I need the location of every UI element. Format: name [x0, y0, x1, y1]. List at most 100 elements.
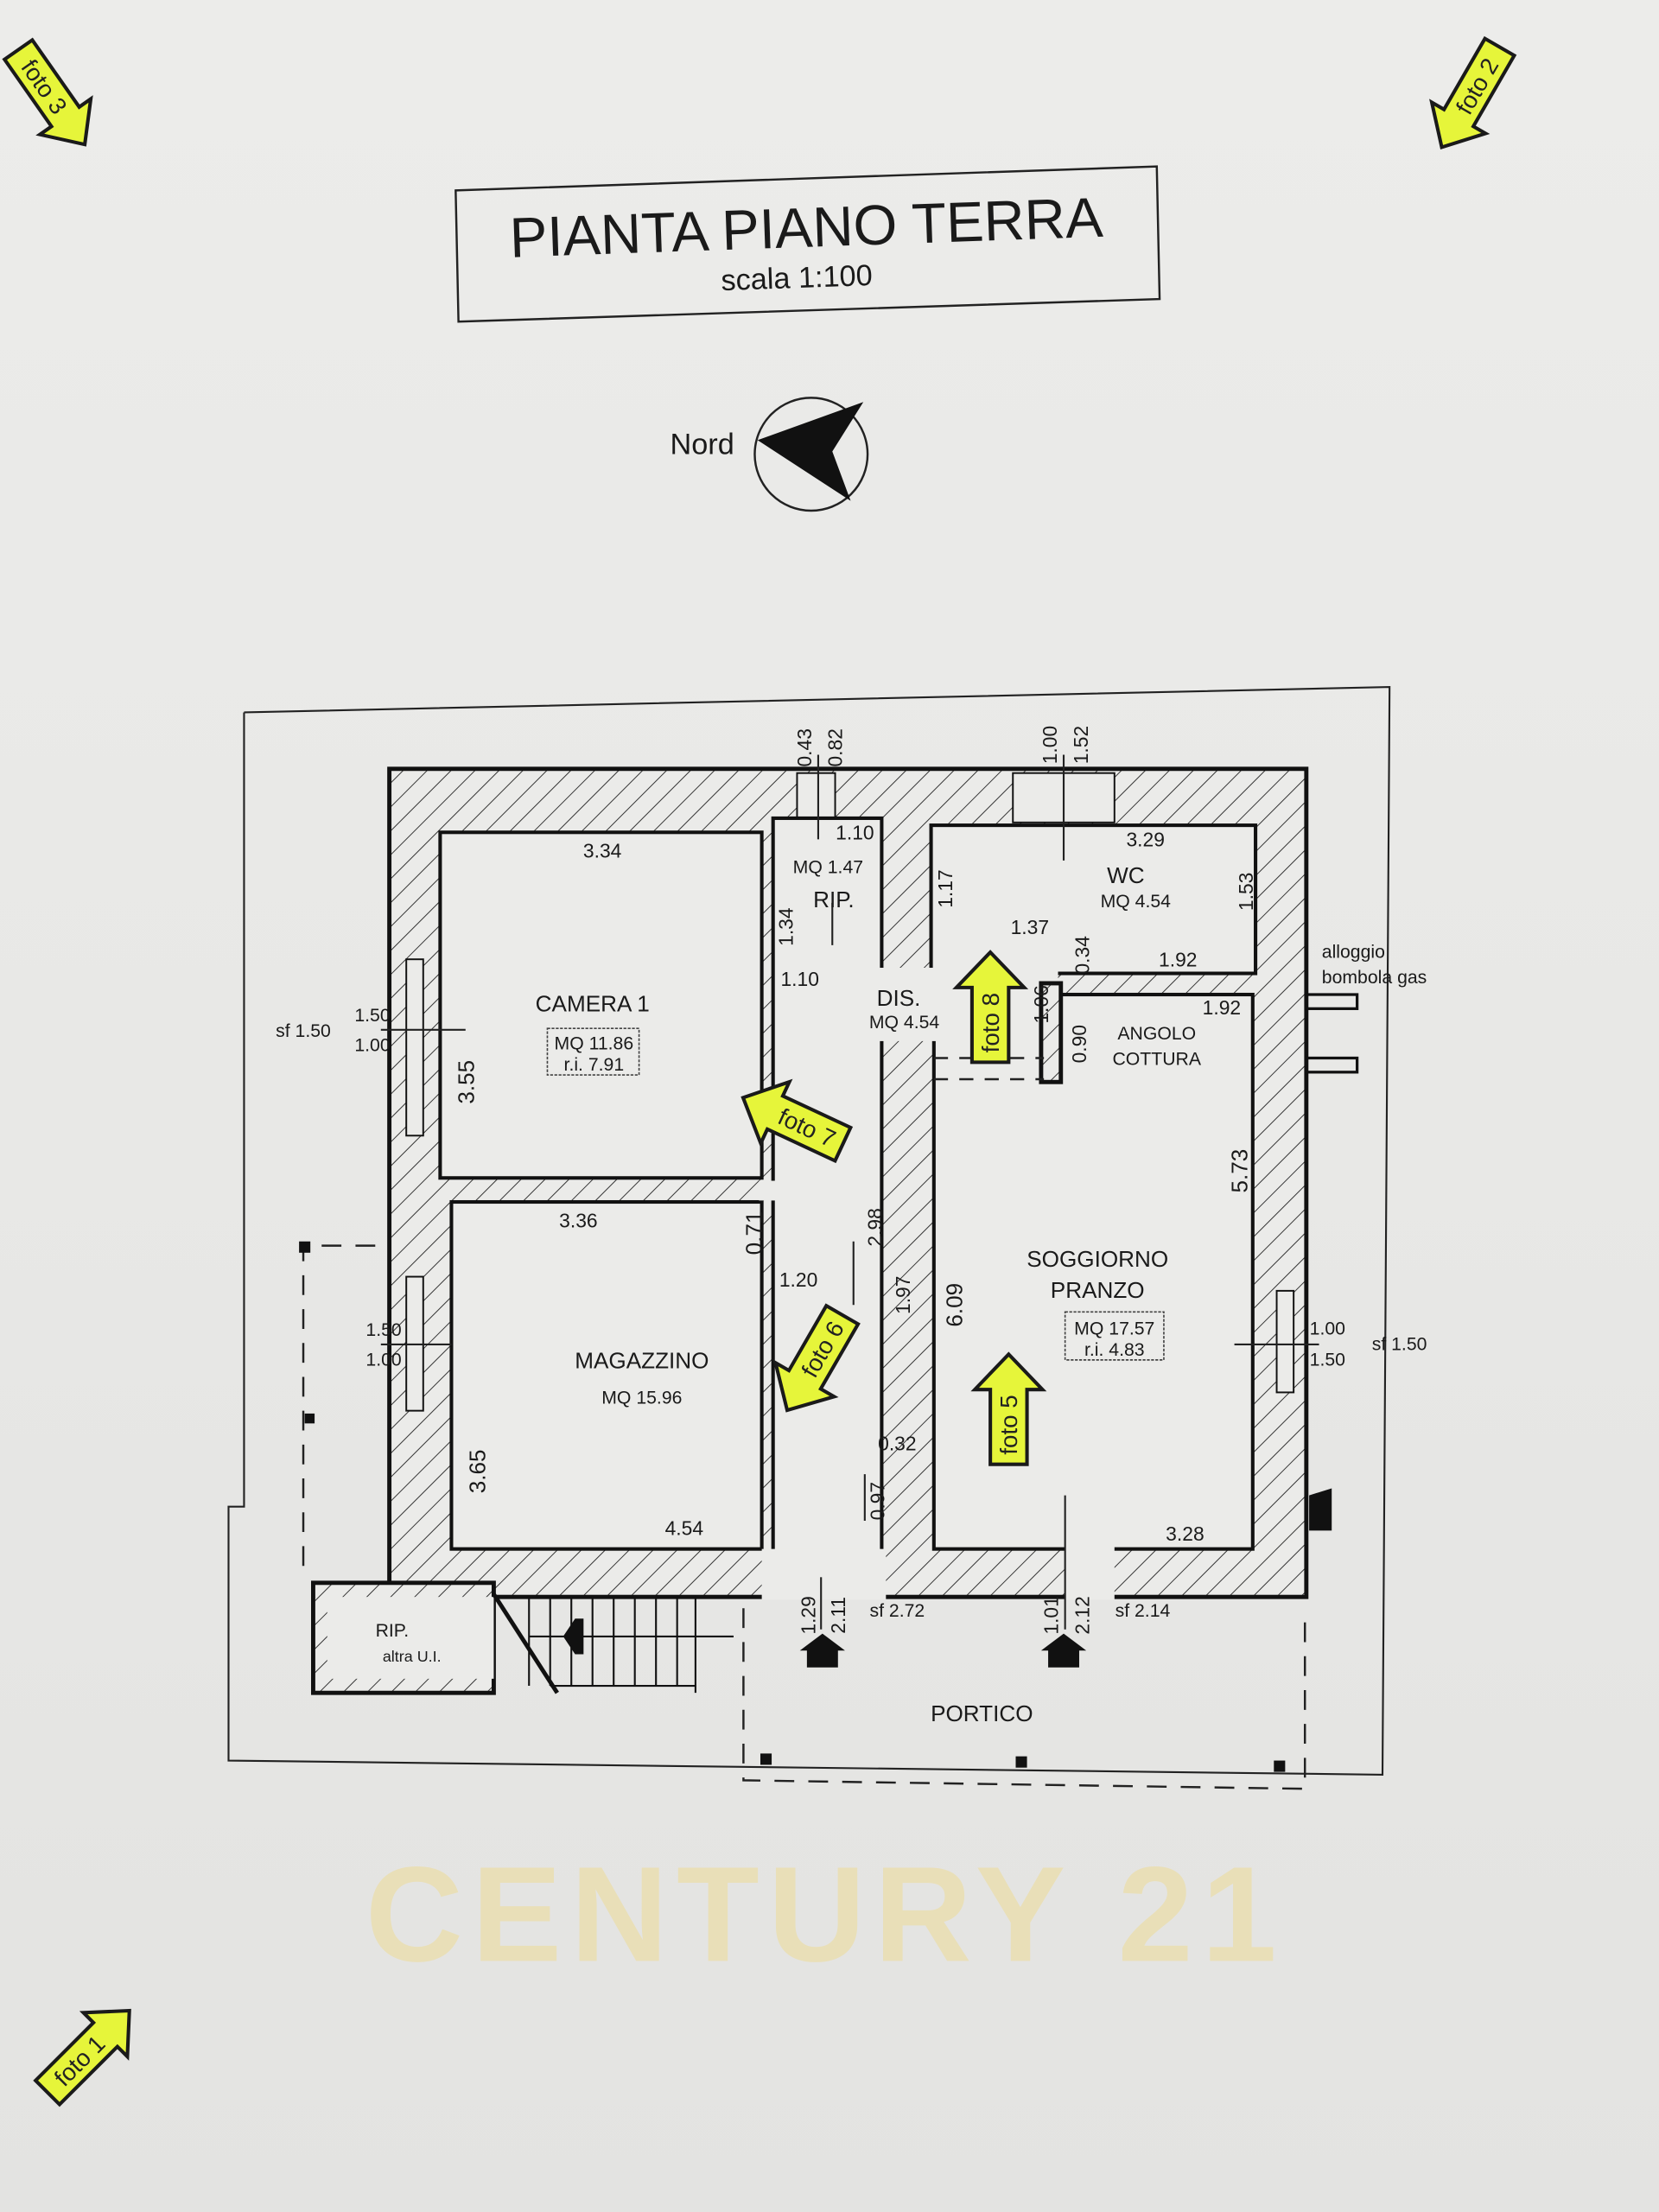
- partition-wall: [1039, 981, 1064, 1084]
- dim: 1.00: [365, 1350, 401, 1370]
- camera-ri: r.i. 7.91: [564, 1055, 625, 1075]
- dim: 1.97: [892, 1276, 914, 1314]
- room-camera-1: [438, 830, 764, 1180]
- rip-area: MQ 1.47: [793, 858, 863, 878]
- room-soggiorno: [931, 992, 1255, 1551]
- dim: 1.10: [836, 821, 874, 843]
- scale-label: scala 1:100: [721, 259, 873, 297]
- portico-outline: [742, 1608, 1306, 1790]
- dim: 0.43: [793, 728, 816, 766]
- dis-name: DIS.: [877, 985, 921, 1011]
- dim: 1.50: [365, 1320, 401, 1340]
- dim: sf 1.50: [1372, 1334, 1427, 1354]
- dim: 3.55: [454, 1060, 480, 1104]
- rip-name: RIP.: [813, 887, 854, 912]
- room-labels: CAMERA 1 MQ 11.86 r.i. 7.91 MAGAZZINO MQ…: [376, 858, 1427, 1726]
- dim: 1.92: [1203, 996, 1241, 1019]
- dim: 1.00: [1039, 726, 1061, 764]
- dim: 4.54: [665, 1516, 704, 1539]
- soggiorno-line2: PRANZO: [1051, 1277, 1145, 1303]
- dim: 2.12: [1071, 1596, 1093, 1634]
- dim: 1.92: [1159, 948, 1197, 970]
- north-compass: Nord: [671, 397, 869, 512]
- photo-marker-foto-3: foto 3: [2, 37, 93, 147]
- window-east: [1275, 1289, 1295, 1394]
- angolo-line2: COTTURA: [1112, 1050, 1201, 1070]
- photo-marker-foto-1: foto 1: [33, 2008, 131, 2107]
- svg-text:foto 5: foto 5: [995, 1395, 1022, 1454]
- door-magazzino-portico: [761, 1548, 887, 1600]
- dimensions-horizontal: 3.34 1.10 1.10 3.29 1.37 1.92 1.92 3.36 …: [276, 821, 1427, 1621]
- dim: 0.90: [1068, 1025, 1090, 1063]
- wc-area: MQ 4.54: [1101, 892, 1172, 912]
- magazzino-area: MQ 15.96: [601, 1388, 682, 1408]
- dim: 0.32: [878, 1432, 916, 1454]
- page-title: PIANTA PIANO TERRA: [509, 186, 1105, 270]
- photo-marker-foto-2: foto 2: [1429, 35, 1517, 150]
- dim: 1.37: [1011, 916, 1049, 938]
- dim: 1.00: [354, 1035, 390, 1055]
- dim: sf 1.50: [276, 1021, 331, 1041]
- rip-altra-name: RIP.: [376, 1621, 410, 1641]
- window-west-1: [405, 958, 424, 1137]
- dim: 3.36: [559, 1209, 597, 1231]
- soggiorno-ri: r.i. 4.83: [1084, 1340, 1145, 1360]
- camera-name: CAMERA 1: [536, 991, 650, 1017]
- dim: 0.34: [1071, 936, 1093, 975]
- dim: 1.17: [934, 869, 957, 907]
- room-rip-dis: [771, 816, 884, 1589]
- dim: 1.50: [1310, 1350, 1345, 1370]
- dim: 3.34: [583, 840, 622, 862]
- entrance-arrow-icon: [799, 1633, 845, 1668]
- dim: sf 2.72: [870, 1601, 925, 1621]
- soggiorno-area: MQ 17.57: [1074, 1319, 1154, 1338]
- dim: 1.34: [775, 907, 798, 946]
- dim: 1.53: [1235, 873, 1257, 911]
- room-wc: [929, 823, 1258, 976]
- angolo-line1: ANGOLO: [1117, 1024, 1196, 1044]
- magazzino-name: MAGAZZINO: [575, 1348, 709, 1374]
- dim: 3.28: [1166, 1522, 1204, 1545]
- portico-name: PORTICO: [931, 1700, 1033, 1726]
- wc-name: WC: [1107, 862, 1145, 888]
- dim: 1.00: [1310, 1319, 1345, 1338]
- dim: 1.50: [354, 1006, 390, 1026]
- title-box: PIANTA PIANO TERRA scala 1:100: [454, 165, 1161, 323]
- dim: 2.98: [863, 1208, 886, 1246]
- stairs: [492, 1592, 734, 1694]
- window-rip: [796, 772, 836, 819]
- dim: 3.29: [1126, 829, 1164, 851]
- dim: 5.73: [1226, 1149, 1252, 1193]
- gas-line2: bombola gas: [1322, 968, 1427, 988]
- door-soggiorno-portico: [1065, 1546, 1115, 1600]
- dim: 2.11: [827, 1597, 849, 1634]
- camera-area: MQ 11.86: [555, 1034, 634, 1054]
- dis-area: MQ 4.54: [869, 1013, 940, 1033]
- dim: sf 2.14: [1116, 1601, 1171, 1621]
- svg-text:foto 8: foto 8: [977, 993, 1004, 1052]
- rip-altra-sub: altra U.I.: [383, 1648, 442, 1665]
- gas-line1: alloggio: [1322, 943, 1385, 963]
- dim: 0.71: [741, 1211, 767, 1255]
- dim: 1.10: [780, 968, 818, 990]
- dim: 1.29: [798, 1596, 820, 1634]
- dim: 1.52: [1070, 726, 1092, 764]
- dimensions-vertical: 0.43 0.82 1.00 1.52 1.17 1.53 0.34 1.06 …: [454, 726, 1257, 1635]
- dim: 3.65: [465, 1449, 491, 1493]
- photo-marker-foto-8: foto 8: [952, 950, 1029, 1065]
- photo-marker-foto-5: foto 5: [970, 1351, 1047, 1466]
- watermark: CENTURY 21: [365, 1839, 1286, 1990]
- entrance-arrow-icon: [1040, 1633, 1087, 1668]
- north-label: Nord: [671, 429, 734, 461]
- dim: 1.06: [1030, 985, 1052, 1023]
- dim: 1.20: [779, 1268, 817, 1291]
- dim: 6.09: [941, 1283, 967, 1327]
- room-magazzino: [449, 1199, 764, 1551]
- dim: 0.82: [824, 728, 847, 766]
- compass-circle: [753, 397, 869, 512]
- north-arrow-icon: [757, 402, 864, 501]
- soggiorno-line1: SOGGIORNO: [1027, 1246, 1168, 1272]
- dim: 0.97: [867, 1482, 889, 1520]
